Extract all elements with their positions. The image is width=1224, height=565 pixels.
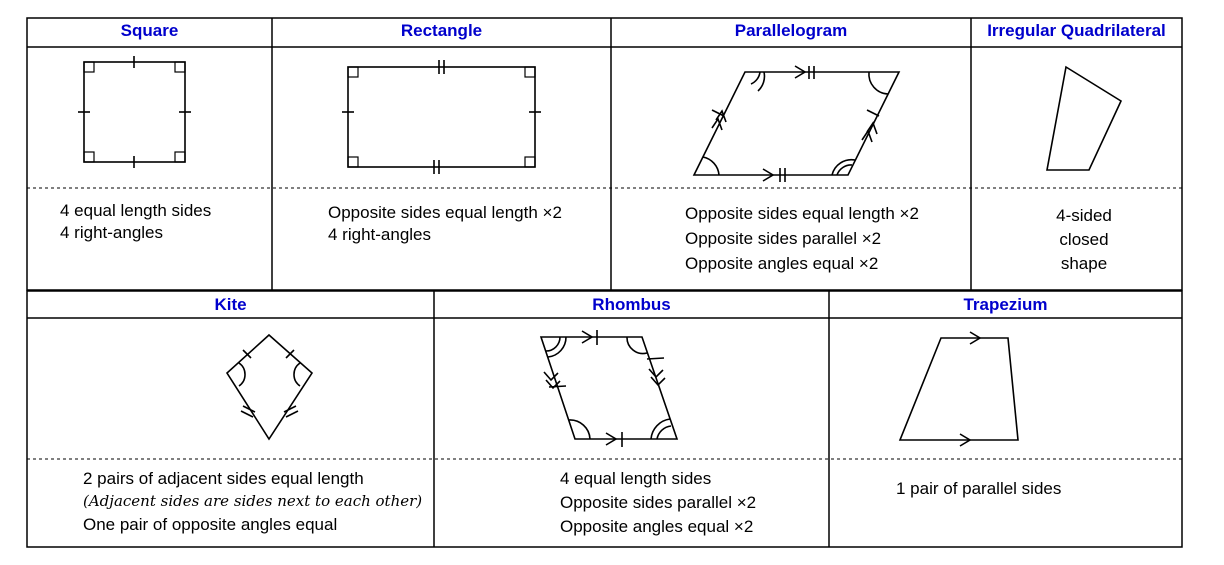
rectangle-figure bbox=[342, 60, 541, 174]
top-table-border bbox=[26, 17, 1183, 291]
trapezium-title: Trapezium bbox=[963, 295, 1048, 314]
irregular-quadrilateral-figure bbox=[1046, 65, 1123, 171]
irregular-line-2: closed bbox=[1059, 230, 1109, 249]
parallelogram-line-2: Opposite sides parallel ×2 bbox=[685, 229, 882, 248]
rhombus-line-2: Opposite sides parallel ×2 bbox=[560, 493, 757, 512]
rhombus-description: 4 equal length sides Opposite sides para… bbox=[560, 467, 756, 539]
rhombus-line-1: 4 equal length sides bbox=[560, 469, 712, 488]
square-line-1: 4 equal length sides bbox=[60, 201, 212, 220]
kite-line-1: 2 pairs of adjacent sides equal length bbox=[83, 469, 364, 488]
parallelogram-figure bbox=[692, 65, 901, 182]
rectangle-description: Opposite sides equal length ×2 4 right-a… bbox=[328, 202, 562, 246]
irregular-line-3: shape bbox=[1060, 254, 1108, 273]
parallelogram-line-1: Opposite sides equal length ×2 bbox=[685, 204, 919, 223]
kite-title: Kite bbox=[214, 295, 247, 314]
rhombus-title: Rhombus bbox=[592, 295, 671, 314]
trapezium-line-1: 1 pair of parallel sides bbox=[896, 479, 1062, 498]
trapezium-description: 1 pair of parallel sides bbox=[896, 478, 1061, 500]
rectangle-line-1: Opposite sides equal length ×2 bbox=[328, 203, 562, 222]
kite-line-2: (Adjacent sides are sides next to each o… bbox=[83, 492, 423, 510]
square-line-2: 4 right-angles bbox=[60, 223, 164, 242]
square-title: Square bbox=[120, 21, 179, 40]
parallelogram-title: Parallelogram bbox=[734, 21, 848, 40]
irregular-quadrilateral-description: 4-sided closed shape bbox=[971, 204, 1197, 276]
rhombus-line-3: Opposite angles equal ×2 bbox=[560, 517, 754, 536]
bottom-table-border bbox=[26, 290, 1183, 548]
parallelogram-description: Opposite sides equal length ×2 Opposite … bbox=[685, 201, 919, 276]
kite-description: 2 pairs of adjacent sides equal length (… bbox=[83, 467, 422, 536]
irregular-quadrilateral-title: Irregular Quadrilateral bbox=[987, 21, 1166, 40]
kite-figure bbox=[225, 333, 314, 441]
irregular-line-1: 4-sided bbox=[1056, 206, 1112, 225]
rhombus-figure bbox=[539, 330, 679, 447]
trapezium-figure bbox=[898, 331, 1019, 447]
square-description: 4 equal length sides 4 right-angles bbox=[60, 200, 211, 244]
rectangle-title: Rectangle bbox=[400, 21, 483, 40]
square-figure bbox=[78, 56, 191, 168]
parallelogram-line-3: Opposite angles equal ×2 bbox=[685, 254, 879, 273]
rectangle-line-2: 4 right-angles bbox=[328, 225, 432, 244]
kite-line-3: One pair of opposite angles equal bbox=[83, 515, 338, 534]
